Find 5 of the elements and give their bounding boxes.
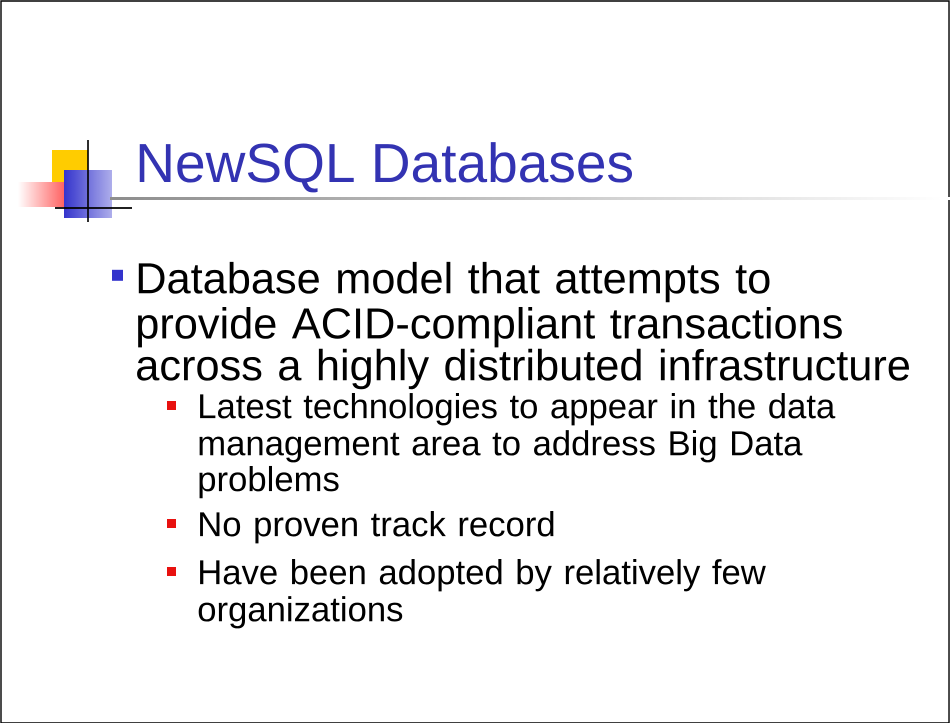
bullet-text: Have been adopted by relatively few organizations: [198, 559, 766, 628]
bullet-text: Latest technologies to appear in the data management area to address Big Data problems: [199, 393, 836, 498]
bullet-text: Database model that attempts to provide ACID-compliant transactions across a highly distributed infrastructure: [137, 262, 909, 390]
slide-title: NewSQL Databases: [140, 142, 632, 192]
bullet-text: No proven track record: [200, 511, 554, 544]
